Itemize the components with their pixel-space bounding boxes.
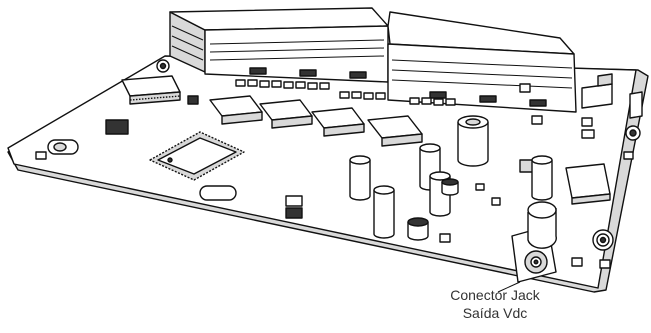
label-line-1: Conector Jack [450,287,540,303]
dc-jack-connector [511,201,557,283]
smd-component [599,259,611,269]
smd-component [35,151,47,160]
crystal-oscillator [47,139,79,155]
smd-component [491,197,501,206]
ic-chip [121,75,181,105]
dc-jack-label: Conector Jack Saída Vdc [400,286,590,322]
smd-component [475,183,485,191]
label-line-2: Saída Vdc [462,305,528,321]
mounting-hole [625,125,641,141]
capacitor [373,185,395,239]
ic-chip [311,107,365,137]
led-row [235,79,456,106]
smd-component [439,233,451,243]
callout-line [497,281,521,293]
smd-component [285,207,303,219]
inductor [407,217,429,241]
inductor [441,178,459,196]
switch [581,73,643,119]
capacitor [457,115,489,167]
smd-component [581,117,593,127]
smd-component [623,151,634,160]
smd-component [531,115,543,125]
regulator-block [565,163,611,205]
smd-component [105,119,129,135]
ic-chip [209,95,263,125]
crystal-oscillator [199,185,237,201]
smd-component [187,95,199,105]
processor-chip [149,131,245,181]
ic-chip [367,115,423,147]
mounting-hole [592,229,614,251]
pcb-board [7,55,649,293]
smd-component [581,129,595,139]
capacitor [531,155,553,201]
capacitor [349,155,371,201]
smd-component [285,195,303,207]
mounting-hole [156,59,170,73]
ic-chip [259,99,313,129]
smd-component [571,257,583,267]
rear-connector-housing [169,7,577,113]
smd-component [519,83,531,93]
